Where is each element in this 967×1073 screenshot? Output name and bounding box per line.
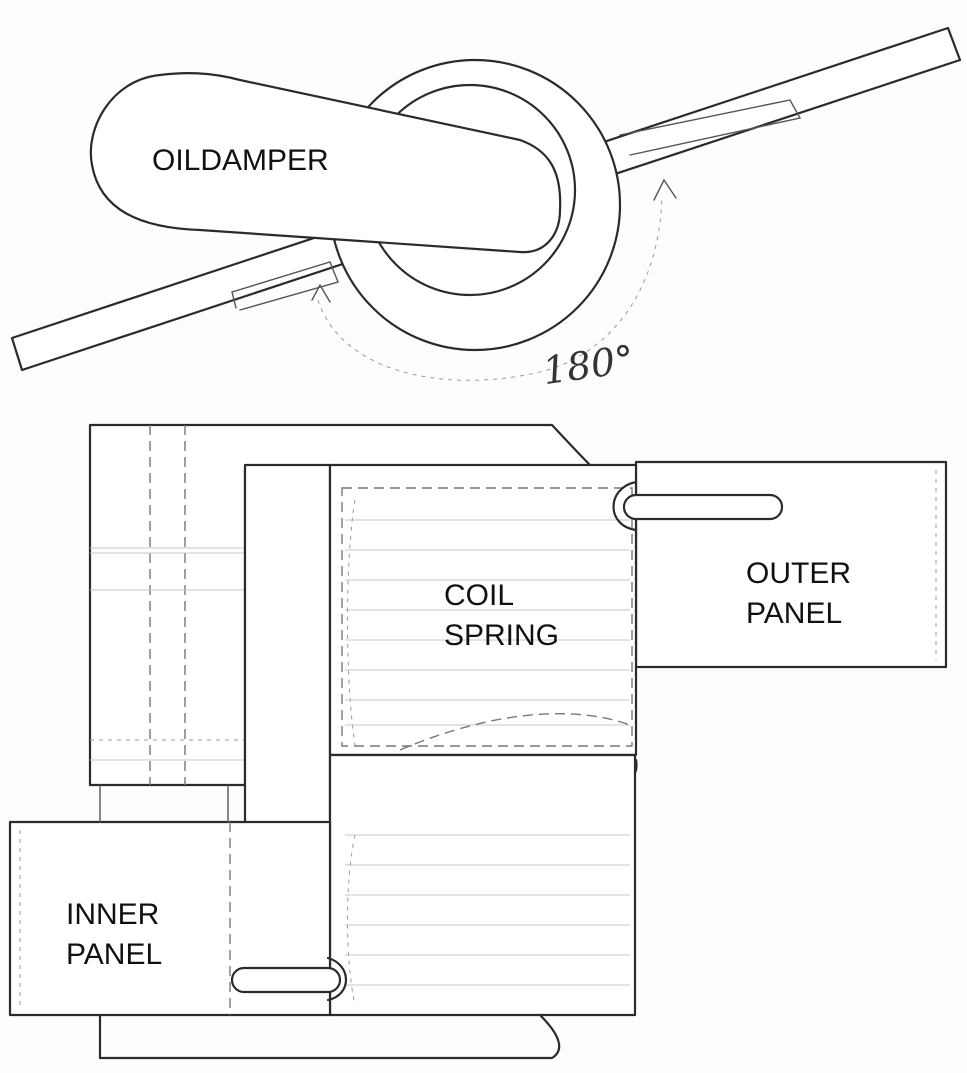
inner-panel bbox=[8, 784, 332, 1017]
angle-label: 180° bbox=[540, 337, 637, 393]
coil-spring-label-line1: COIL bbox=[444, 579, 514, 612]
oil-damper-lever bbox=[89, 72, 562, 254]
coil-housing-upper bbox=[328, 463, 638, 757]
oil-damper-label: OILDAMPER bbox=[152, 144, 329, 177]
outer-panel-label-line2: PANEL bbox=[746, 597, 842, 630]
coil-housing-lower bbox=[98, 753, 637, 1060]
hinge-shaft bbox=[243, 463, 332, 827]
top-view: OILDAMPER 180° bbox=[10, 26, 962, 393]
inner-pin bbox=[230, 956, 347, 1002]
inner-panel-label-line2: PANEL bbox=[66, 938, 162, 971]
front-view: COIL SPRING OUTER PANEL INNER PANEL bbox=[8, 423, 948, 1060]
rotation-arrow bbox=[311, 178, 677, 381]
outer-pin bbox=[612, 480, 784, 532]
coil-spring-label-line2: SPRING bbox=[444, 619, 559, 652]
outer-panel-label-line1: OUTER bbox=[746, 557, 851, 590]
inner-panel-label-line1: INNER bbox=[66, 898, 159, 931]
